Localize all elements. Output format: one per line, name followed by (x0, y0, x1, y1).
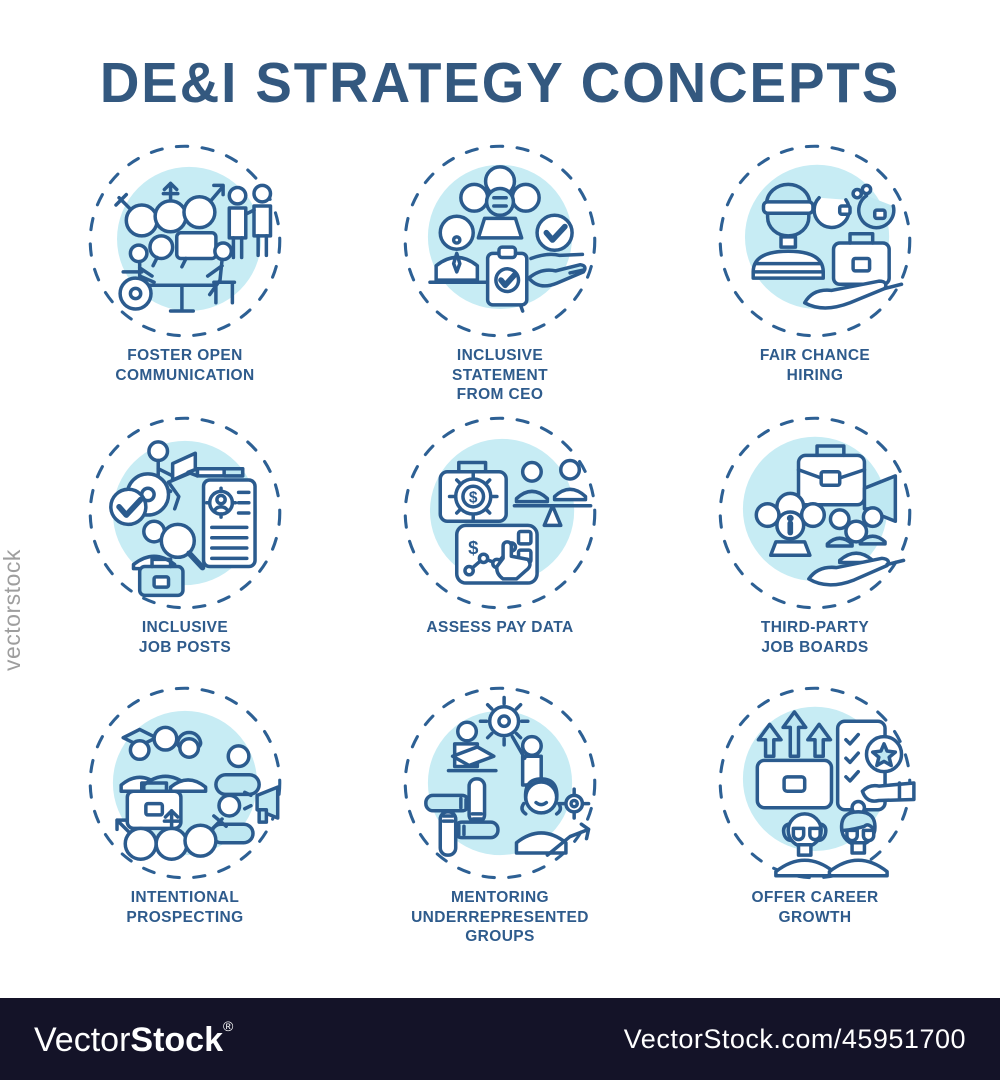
concept-row-1: FOSTER OPEN COMMUNICATION INCLUSIVE STAT… (35, 138, 965, 405)
diverse-people-outreach-gender-icon (88, 686, 282, 880)
concept-card-assess-pay-data: $ $ ASSESS PAY DATA (350, 410, 650, 657)
concept-label: INTENTIONAL PROSPECTING (126, 889, 244, 926)
vectorstock-logo: VectorStock® (34, 1018, 233, 1060)
svg-text:$: $ (469, 490, 478, 507)
concept-row-2: INCLUSIVE JOB POSTS $ $ ASSESS PAY (35, 410, 965, 657)
brand-light: Vector (34, 1021, 131, 1059)
concept-label: INCLUSIVE JOB POSTS (138, 619, 232, 656)
prisoner-handcuffs-briefcase-hand-icon (718, 144, 912, 338)
vectorstock-side-watermark: vectorstock (0, 549, 25, 671)
vectorstock-image-url: VectorStock.com/45951700 (623, 1023, 966, 1054)
career-growth-checklist-seniors-icon (718, 686, 916, 880)
concept-card-third-party-job-boards: THIRD-PARTY JOB BOARDS (665, 410, 965, 657)
concept-label: OFFER CAREER GROWTH (751, 889, 879, 926)
concept-card-inclusive-statement-from-ceo: INCLUSIVE STATEMENT FROM CEO (350, 138, 650, 405)
concept-card-intentional-prospecting: INTENTIONAL PROSPECTING (35, 680, 335, 947)
concept-label: FAIR CHANCE HIRING (759, 347, 871, 384)
concept-card-offer-career-growth: OFFER CAREER GROWTH (665, 680, 965, 947)
page-title: DE&I STRATEGY CONCEPTS (99, 51, 901, 115)
registered-mark: ® (222, 1018, 234, 1034)
briefcase-megaphone-people-hand-icon (718, 416, 912, 610)
salary-balance-pay-chart-icon: $ $ (403, 416, 597, 610)
concept-label: THIRD-PARTY JOB BOARDS (760, 619, 870, 656)
teamwork-hands-mentor-gear-icon (403, 686, 597, 880)
brand-bold: Stock (130, 1021, 223, 1059)
concept-row-3: INTENTIONAL PROSPECTING MENTORIN (35, 680, 965, 947)
wheelchair-resume-magnifier-icon (88, 416, 282, 610)
svg-text:$: $ (468, 537, 479, 558)
concept-label: MENTORING UNDERREPRESENTED GROUPS (411, 889, 589, 946)
concept-label: INCLUSIVE STATEMENT FROM CEO (451, 347, 549, 404)
concept-label: ASSESS PAY DATA (426, 619, 574, 636)
concept-card-fair-chance-hiring: FAIR CHANCE HIRING (665, 138, 965, 405)
gender-symbols-handshake-meeting-icon (88, 144, 282, 338)
vectorstock-footer-bar: VectorStock® VectorStock.com/45951700 (0, 998, 1000, 1080)
ceo-speech-approval-clipboard-icon (403, 144, 597, 338)
concept-card-inclusive-job-posts: INCLUSIVE JOB POSTS (35, 410, 335, 657)
concept-card-foster-open-communication: FOSTER OPEN COMMUNICATION (35, 138, 335, 405)
concept-card-mentoring-underrepresented-groups: MENTORING UNDERREPRESENTED GROUPS (350, 680, 650, 947)
concept-label: FOSTER OPEN COMMUNICATION (115, 347, 255, 384)
